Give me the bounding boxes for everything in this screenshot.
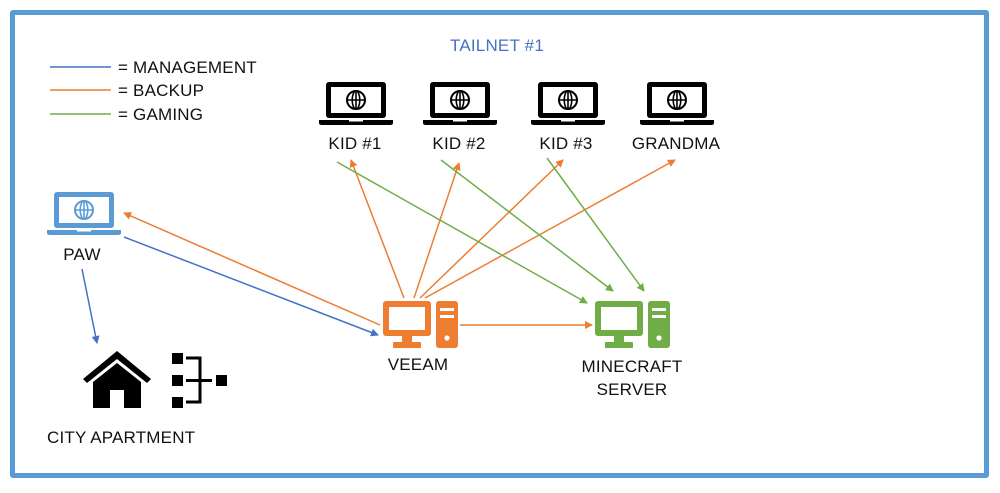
edge-paw-to-city-apartment [81,268,100,344]
node-label-minecraft-line1: MINECRAFT [581,357,683,376]
node-label-grandma: GRANDMA [631,134,721,153]
laptop-globe-icon [640,82,714,125]
node-label-city-apartment: CITY APARTMENT [47,428,196,447]
legend-label-gaming: = GAMING [118,105,204,124]
laptop-globe-icon [319,82,393,125]
edge-kid1-to-minecraft [336,161,588,304]
network-hierarchy-icon [172,353,227,408]
legend-label-backup: = BACKUP [118,81,205,100]
legend-label-management: = MANAGEMENT [118,58,257,77]
laptop-globe-icon [423,82,497,125]
edge-paw-to-veeam [123,236,379,337]
node-label-kid2: KID #2 [432,134,486,153]
edge-veeam-to-kid3 [419,159,564,299]
diagram-title: TAILNET #1 [450,36,544,55]
legend-swatches [50,66,111,115]
desktop-tower-icon [595,301,670,348]
edge-veeam-to-kid1 [349,159,405,299]
laptop-globe-icon [531,82,605,125]
laptop-globe-icon [47,192,121,235]
node-label-paw: PAW [63,245,101,264]
edge-veeam-to-grandma [424,159,676,299]
house-icon [83,351,151,408]
edge-veeam-to-paw [123,212,381,326]
node-label-kid1: KID #1 [328,134,382,153]
node-label-veeam: VEEAM [387,355,449,374]
edge-kid2-to-minecraft [440,159,614,292]
node-label-kid3: KID #3 [539,134,593,153]
desktop-tower-icon [383,301,458,348]
node-label-minecraft-line2: SERVER [596,380,668,399]
tailnet-boundary [10,10,989,478]
edge-kid3-to-minecraft [546,157,645,292]
edge-veeam-to-kid2 [413,162,461,299]
